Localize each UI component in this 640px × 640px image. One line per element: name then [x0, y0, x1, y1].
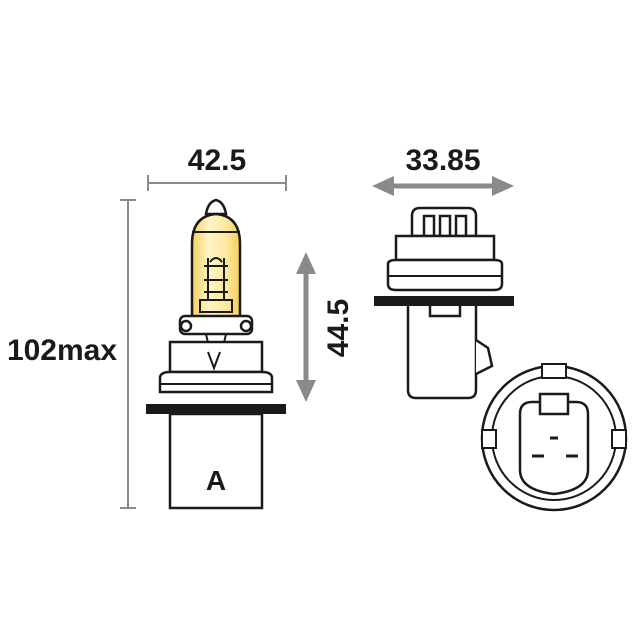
- bulb-side-view: 33.85: [372, 144, 514, 400]
- glass-capsule: [190, 198, 242, 320]
- width-dimension-label: 42.5: [188, 144, 246, 177]
- height-dimension: 102max: [7, 199, 136, 509]
- bulb-end-view: [480, 363, 628, 512]
- bulb-flange: [158, 340, 274, 394]
- width-dimension: 42.5: [147, 144, 287, 191]
- side-reference-bar: [374, 296, 514, 306]
- bulb-front-view: 42.5 102max 44.5: [7, 144, 355, 510]
- height-dimension-label: 102max: [7, 334, 117, 367]
- bulb-base: A: [168, 412, 264, 510]
- base-mark: A: [206, 465, 226, 496]
- base-width-dimension-label: 33.85: [405, 144, 480, 177]
- flange-reference-bar: [146, 404, 286, 414]
- glass-height-dimension: 44.5: [296, 252, 355, 402]
- glass-height-dimension-label: 44.5: [322, 299, 355, 357]
- base-width-dimension: 33.85: [372, 144, 514, 196]
